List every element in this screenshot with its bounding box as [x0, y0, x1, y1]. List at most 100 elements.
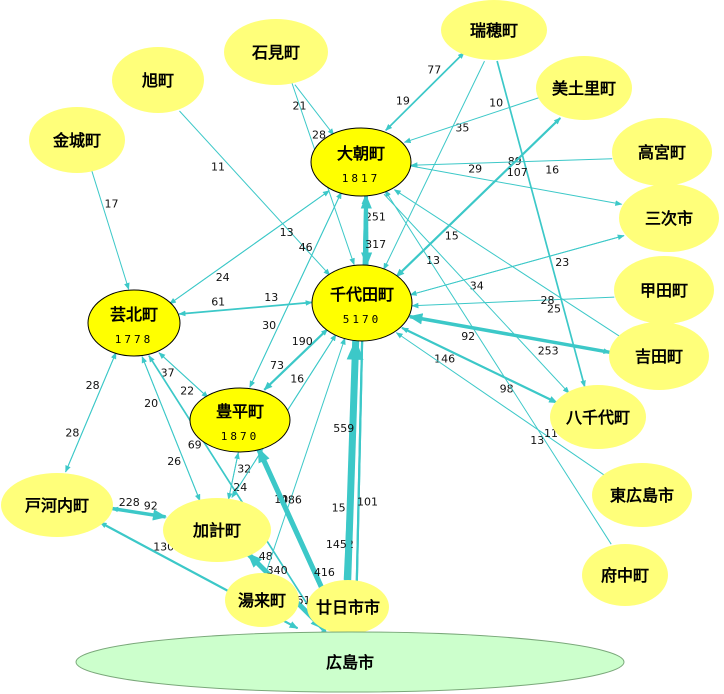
node-label-kanagi-town: 金城町 — [52, 131, 101, 150]
flow-arrow-yachiyo-to-chiyoda — [401, 327, 558, 404]
node-asahi-town: 旭町 — [112, 47, 204, 113]
flow-value-chiyoda-to-kake: 16 — [290, 373, 304, 386]
node-yuki-town: 湯来町 — [225, 573, 299, 627]
flow-value-chiyoda-to-miyoshi: 34 — [470, 280, 484, 293]
flow-arrow-mizuho-to-chiyoda — [383, 60, 485, 271]
flow-arrow-yuki-to-chiyoda — [265, 337, 346, 573]
node-count-geihoku-town: 1778 — [115, 333, 154, 346]
flow-value-geihoku-to-kake: 20 — [144, 397, 158, 410]
flow-arrow-geihoku-to-hiroshima — [148, 355, 328, 636]
node-ellipse-chiyoda-town — [311, 264, 413, 342]
node-label-koda-town: 甲田町 — [640, 281, 688, 300]
node-label-oasa-town: 大朝町 — [337, 144, 385, 163]
flow-value-kake-to-togouchi: 92 — [144, 500, 158, 513]
flow-value-chiyoda-to-toyohira: 190 — [292, 335, 313, 348]
flow-value-geihoku-to-toyohira: 37 — [161, 367, 175, 380]
flow-arrow-chiyoda-to-toyohira — [263, 328, 329, 391]
node-fuchu-town: 府中町 — [582, 544, 668, 606]
node-label-yoshida-town: 吉田町 — [635, 347, 683, 366]
node-kake-town: 加計町 — [163, 498, 271, 562]
node-count-chiyoda-town: 5170 — [343, 313, 382, 326]
flow-arrow-oasa-to-miyoshi — [410, 165, 623, 206]
node-label-hatsukaichi-city: 廿日市市 — [316, 598, 380, 617]
flow-value-togouchi-to-kake: 228 — [119, 496, 140, 509]
flow-value-geihoku-to-chiyoda: 61 — [211, 296, 225, 309]
flow-arrow-oasa-to-yachiyo — [383, 193, 570, 394]
flow-value-toyohira-to-oasa: 30 — [262, 319, 276, 332]
node-label-chiyoda-town: 千代田町 — [330, 285, 394, 304]
node-ellipse-midori-town — [536, 56, 632, 120]
node-ellipse-takamiya-town — [612, 118, 712, 186]
flow-arrow-chiyoda-to-yoshida — [409, 315, 611, 354]
flow-value-midori-to-oasa: 10 — [489, 96, 503, 109]
node-mizuho-town: 瑞穂町 — [441, 0, 547, 60]
flow-arrow-iwami-to-oasa — [294, 84, 335, 136]
flow-arrow-higashihiroshima-to-chiyoda — [395, 332, 606, 477]
flow-arrow-miyoshi-to-chiyoda — [409, 235, 625, 296]
node-label-hiroshima-city: 広島市 — [326, 653, 374, 672]
node-ellipse-yoshida-town — [609, 322, 709, 390]
flow-value-chiyoda-to-midori: 15 — [445, 230, 459, 243]
node-label-miyoshi-city: 三次市 — [645, 209, 693, 228]
flow-arrow-kake-to-togouchi — [111, 506, 166, 518]
flow-value-chiyoda-to-geihoku: 13 — [264, 291, 278, 304]
node-label-kake-town: 加計町 — [192, 521, 241, 540]
node-label-geihoku-town: 芸北町 — [110, 305, 158, 324]
flow-value-oasa-to-toyohira: 46 — [299, 241, 313, 254]
node-hiroshima-city: 広島市 — [75, 631, 625, 693]
node-ellipse-iwami-town — [224, 19, 328, 85]
flow-arrow-kanagi-to-geihoku — [91, 170, 130, 290]
node-label-higashihiroshima-city: 東広島市 — [610, 486, 674, 505]
flow-value-hiroshima-to-oasa: 101 — [357, 496, 378, 509]
flow-value-kake-to-hiroshima: 340 — [267, 564, 288, 577]
flow-value-higashihiroshima-to-chiyoda: 13 — [530, 434, 544, 447]
node-label-iwami-town: 石見町 — [251, 43, 300, 62]
flow-value-kake-to-toyohira: 24 — [233, 481, 247, 494]
flow-arrow-hiroshima-to-oasa — [354, 195, 369, 633]
flow-value-oasa-to-geihoku: 13 — [280, 226, 294, 239]
node-label-yachiyo-town: 八千代町 — [565, 408, 630, 427]
node-yoshida-town: 吉田町 — [609, 322, 709, 390]
flow-value-yoshida-to-chiyoda: 253 — [538, 344, 559, 357]
flow-arrow-mizuho-to-oasa — [385, 51, 465, 132]
flow-value-kake-to-geihoku: 26 — [167, 455, 181, 468]
flow-arrow-kake-to-toyohira — [228, 452, 240, 500]
node-koda-town: 甲田町 — [614, 256, 714, 324]
node-hatsukaichi-city: 廿日市市 — [307, 580, 389, 634]
node-ellipse-oasa-town — [310, 127, 412, 197]
node-count-oasa-town: 1817 — [342, 172, 381, 185]
flow-arrow-midori-to-oasa — [403, 97, 540, 143]
flow-value-toyohira-to-geihoku: 22 — [180, 385, 194, 398]
flow-arrow-chiyoda-to-geihoku — [178, 301, 312, 317]
node-ellipse-togouchi-town — [1, 473, 113, 537]
flow-arrow-yoshida-to-oasa — [393, 189, 621, 338]
flow-value-chiyoda-to-hiroshima: 559 — [333, 422, 354, 435]
node-midori-town: 美土里町 — [536, 56, 632, 120]
flow-arrow-takamiya-to-oasa — [410, 158, 613, 168]
flow-value-yoshida-to-oasa: 28 — [541, 294, 555, 307]
flow-value-hatsukaichi-to-chiyoda: 15 — [332, 502, 346, 515]
node-ellipse-kake-town — [163, 498, 271, 562]
node-label-mizuho-town: 瑞穂町 — [470, 21, 518, 40]
node-ellipse-geihoku-town — [87, 289, 181, 357]
node-ellipse-yachiyo-town — [550, 385, 646, 449]
flow-arrow-chiyoda-to-oasa — [360, 194, 372, 266]
flow-arrow-toyohira-to-geihoku — [158, 352, 209, 398]
flow-value-togouchi-to-geihoku: 28 — [65, 427, 79, 440]
node-togouchi-town: 戸河内町 — [1, 473, 113, 537]
node-yachiyo-town: 八千代町 — [550, 385, 646, 449]
node-higashihiroshima-city: 東広島市 — [592, 463, 692, 527]
node-label-asahi-town: 旭町 — [141, 71, 174, 90]
flow-arrow-fuchu-to-oasa — [384, 189, 612, 545]
flow-arrow-chiyoda-to-midori — [395, 117, 561, 278]
node-label-yuki-town: 湯来町 — [238, 591, 286, 610]
node-oasa-town: 大朝町 1817 — [310, 127, 412, 197]
node-chiyoda-town: 千代田町 5170 — [311, 264, 413, 342]
flow-value-asahi-to-chiyoda: 11 — [211, 160, 225, 173]
node-ellipse-mizuho-town — [441, 0, 547, 60]
flow-value-toyohira-to-kake: 32 — [237, 463, 251, 476]
node-ellipse-kanagi-town — [29, 107, 125, 173]
flow-value-toyohira-to-hiroshima: 486 — [281, 493, 302, 506]
node-ellipse-yuki-town — [225, 573, 299, 627]
